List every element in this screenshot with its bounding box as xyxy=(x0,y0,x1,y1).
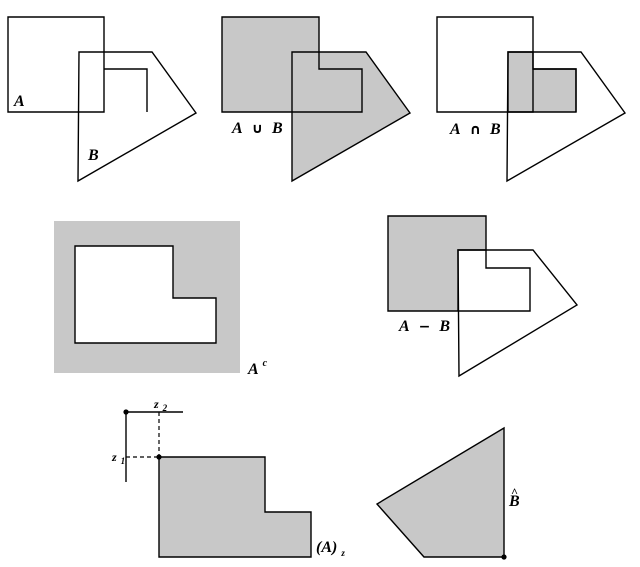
label-z2: z 2 xyxy=(153,395,168,413)
complement-set-a xyxy=(74,245,217,344)
intersection-shaded-region xyxy=(507,51,577,113)
origin-point xyxy=(123,409,129,415)
union-shaded-region xyxy=(221,16,412,183)
set-a-square xyxy=(7,16,105,113)
label-complement: A c xyxy=(247,358,268,378)
label-translation: (A) z xyxy=(316,539,345,558)
panel-translation: z 2 z 1 (A) z xyxy=(111,395,345,558)
difference-set-b xyxy=(457,249,579,378)
difference-shaded-region xyxy=(387,215,487,312)
translation-point xyxy=(156,454,162,460)
label-b-hat: B xyxy=(508,493,520,510)
panel-intersection: A ∩ B xyxy=(436,16,627,183)
reflected-set-b xyxy=(375,426,505,558)
panel-union: A ∪ B xyxy=(221,16,412,183)
set-b-polygon xyxy=(77,51,198,183)
set-a-notch xyxy=(104,68,148,112)
panel-difference: A − B xyxy=(387,215,579,378)
label-union: A ∪ B xyxy=(231,120,283,137)
label-b: B xyxy=(87,147,99,164)
difference-notch xyxy=(458,250,531,312)
panel-reflection: B ^ xyxy=(375,426,520,560)
union-inner-a-edge xyxy=(292,52,363,113)
label-a: A xyxy=(13,93,25,110)
intersection-set-b xyxy=(506,51,627,183)
translated-set-a xyxy=(158,456,312,558)
intersection-notch xyxy=(533,68,577,112)
intersection-set-a xyxy=(436,16,534,113)
label-difference: A − B xyxy=(398,318,450,335)
union-inner-b-edge xyxy=(291,51,319,112)
reflection-origin-point xyxy=(501,554,507,560)
panel-complement: A c xyxy=(54,221,268,378)
panel-sets-a-b: A B xyxy=(7,16,198,183)
label-intersection: A ∩ B xyxy=(449,121,501,138)
label-z1: z 1 xyxy=(111,448,125,466)
label-b-hat-accent: ^ xyxy=(511,485,518,499)
